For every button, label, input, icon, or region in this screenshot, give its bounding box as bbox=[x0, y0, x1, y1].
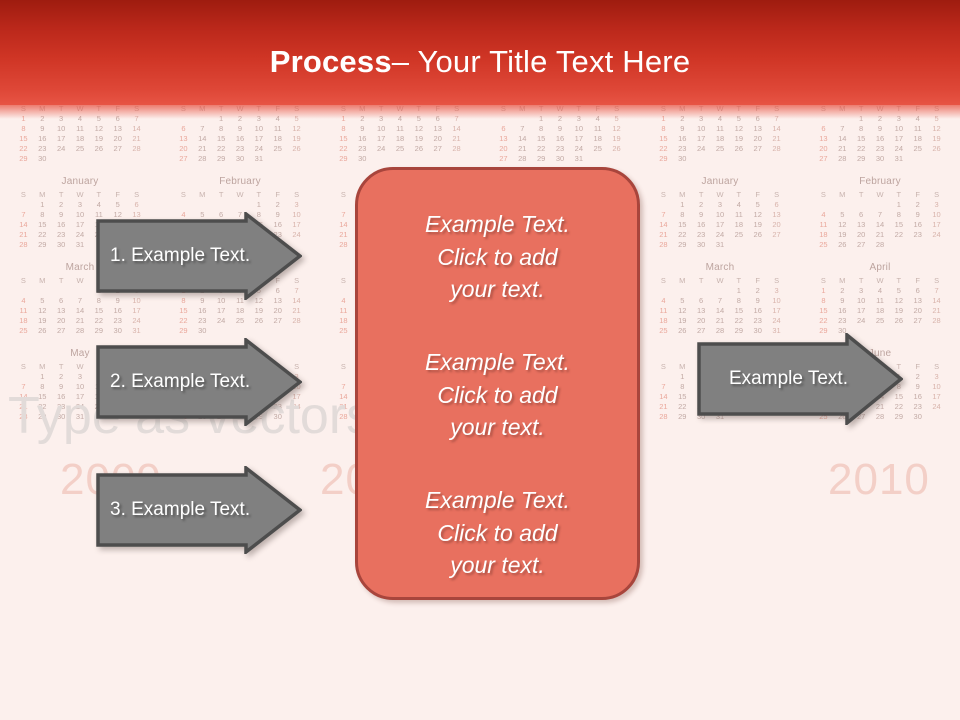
arrow-right-icon bbox=[697, 333, 903, 425]
page-title: Process – Your Title Text Here bbox=[0, 0, 960, 105]
calendar-month-name: January bbox=[701, 176, 739, 187]
center-box-paragraph-2: Example Text. Click to add your text. bbox=[425, 348, 570, 441]
calendar-month-name: February bbox=[219, 176, 261, 187]
center-box-paragraph-1: Example Text. Click to add your text. bbox=[425, 211, 570, 303]
process-arrow-1-label: 1. Example Text. bbox=[110, 245, 251, 266]
calendar-month-name: February bbox=[859, 176, 901, 187]
page-title-bold: Process bbox=[269, 43, 392, 79]
calendar-month-name: April bbox=[869, 262, 891, 273]
calendar-days: 1234567891011121314151617181920212223242… bbox=[19, 286, 141, 335]
calendar-month-name: March bbox=[65, 262, 95, 273]
process-arrow-2-label: 2. Example Text. bbox=[110, 371, 251, 392]
header-band bbox=[0, 0, 960, 105]
process-arrow-2[interactable]: 2. Example Text. bbox=[96, 338, 302, 426]
process-arrow-3[interactable]: 3. Example Text. bbox=[96, 466, 302, 554]
background-year-label: 2010 bbox=[828, 455, 930, 504]
calendar-month-name: March bbox=[705, 262, 735, 273]
calendar-month-name: January bbox=[61, 176, 99, 187]
center-box-paragraph-3: Example Text. Click to add your text. bbox=[425, 486, 570, 579]
process-arrow-1[interactable]: 1. Example Text. bbox=[96, 212, 302, 300]
calendar-month-name: June bbox=[868, 348, 892, 359]
process-arrow-output[interactable]: Example Text. bbox=[697, 333, 903, 425]
arrow-right-icon bbox=[96, 212, 302, 300]
page-title-rest: – Your Title Text Here bbox=[391, 43, 691, 79]
calendar-month-name: May bbox=[70, 348, 90, 359]
process-center-box[interactable]: Example Text. Click to add your text. Ex… bbox=[355, 167, 640, 600]
process-arrow-3-label: 3. Example Text. bbox=[110, 499, 251, 520]
process-arrow-output-label: Example Text. bbox=[729, 368, 848, 389]
arrow-right-icon bbox=[96, 338, 302, 426]
arrow-right-icon bbox=[96, 466, 302, 554]
